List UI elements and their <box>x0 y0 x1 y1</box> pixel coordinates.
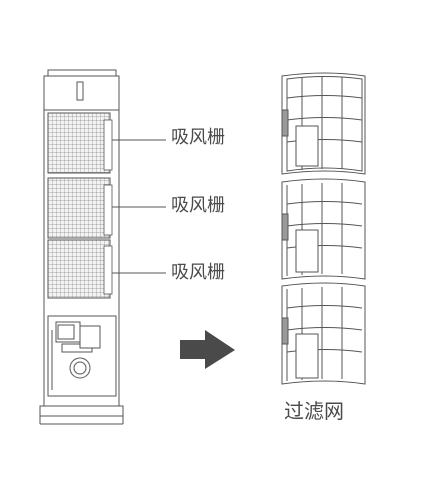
filter-screen-2 <box>281 178 366 280</box>
intake-grille-3 <box>47 239 113 299</box>
grille-label-2: 吸风栅 <box>171 195 225 216</box>
filter-screen-1 <box>281 72 366 175</box>
grille-label-3: 吸风栅 <box>171 262 225 283</box>
grille-label-1: 吸风栅 <box>171 127 225 148</box>
intake-grille-2 <box>47 177 113 239</box>
display-slot <box>76 81 84 101</box>
intake-grille-1 <box>47 112 113 174</box>
filter-screen-3 <box>281 282 366 385</box>
callout-lines <box>112 139 166 274</box>
right-arrow-icon <box>180 330 235 369</box>
filter-screen-label: 过滤网 <box>284 399 344 423</box>
lower-compartment <box>47 315 117 397</box>
